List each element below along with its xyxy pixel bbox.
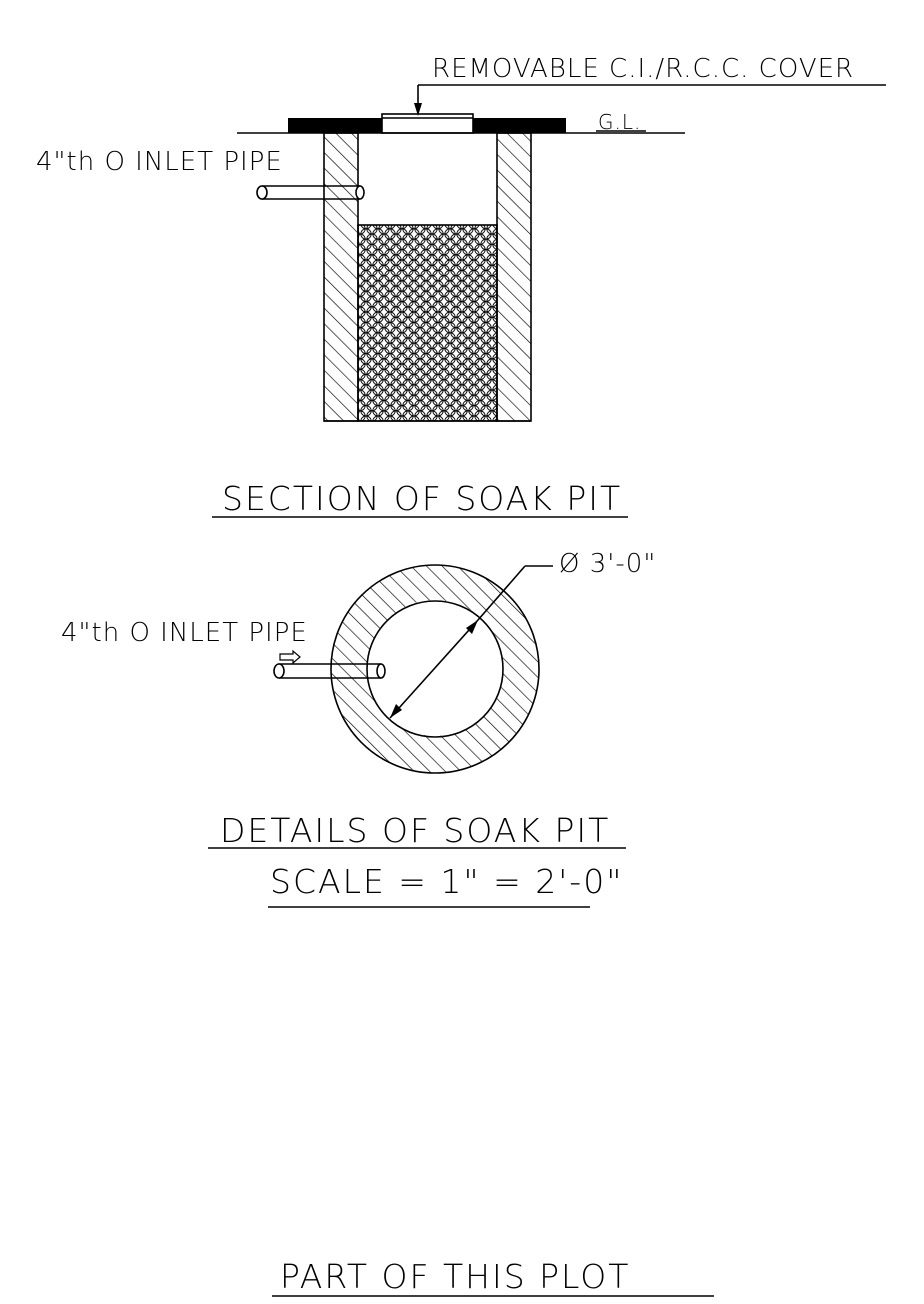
inlet-pipe-plan [273, 663, 386, 679]
diameter-label: Ø 3'-0" [559, 549, 656, 579]
section-view: REMOVABLE C.I./R.C.C. COVER G.L. 4"th O … [36, 54, 886, 518]
footer-note: PART OF THIS PLOT [280, 1257, 630, 1296]
removable-cover [381, 113, 474, 134]
flow-arrow-icon [279, 649, 301, 665]
inlet-pipe-label-plan: 4"th O INLET PIPE [61, 618, 308, 648]
section-title: SECTION OF SOAK PIT [222, 479, 622, 518]
plan-title: DETAILS OF SOAK PIT [220, 811, 610, 850]
plan-view: Ø 3'-0" 4"th O INLET PIPE DETAILS OF SOA… [61, 549, 656, 908]
diameter-dimension [389, 565, 553, 719]
cover-label: REMOVABLE C.I./R.C.C. COVER [432, 54, 854, 84]
footer: PART OF THIS PLOT [272, 1257, 714, 1297]
pit-wall-right [496, 132, 532, 422]
outer-circle [330, 564, 540, 774]
aggregate-fill [357, 224, 498, 422]
ground-level-label: G.L. [598, 110, 641, 134]
pit-wall-left [323, 132, 359, 422]
scale-label: SCALE = 1" = 2'-0" [270, 862, 623, 901]
cover-slab-left [288, 118, 382, 133]
cover-slab-right [473, 118, 566, 133]
inlet-pipe-label-section: 4"th O INLET PIPE [36, 147, 283, 177]
inner-circle [366, 600, 504, 738]
inlet-pipe-section [256, 185, 365, 200]
cover-leader [414, 84, 886, 116]
